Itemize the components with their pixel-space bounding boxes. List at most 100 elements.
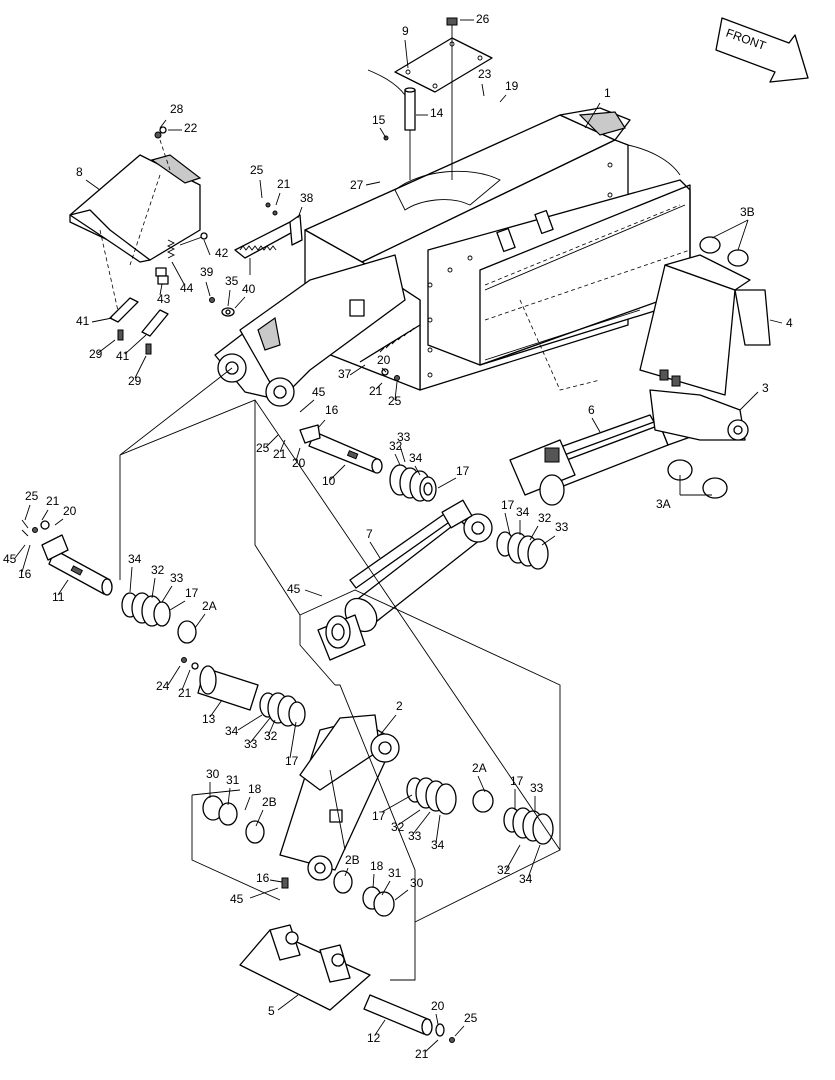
main-frame-part-1 — [304, 107, 691, 391]
callout-leader-line — [227, 787, 231, 806]
callout-leader-line — [374, 1019, 386, 1036]
callout-leader-line — [289, 721, 297, 759]
callout-leader-line — [412, 811, 431, 835]
callout-c32f: 32 — [497, 863, 511, 877]
callout-leader-line — [404, 39, 409, 69]
callout-c29b: 29 — [128, 374, 142, 388]
callout-c22: 22 — [184, 121, 198, 135]
front-arrow: FRONT — [715, 17, 809, 83]
cover-plate-part-9 — [394, 17, 493, 180]
callout-leader-line — [54, 518, 64, 526]
callout-c21e: 21 — [178, 686, 192, 700]
callout-c43: 43 — [157, 292, 171, 306]
callout-c16a: 16 — [325, 403, 339, 417]
washer-stack-2-bottom — [333, 870, 395, 917]
washer-stack-2-mid — [406, 777, 494, 815]
callout-c21d: 21 — [46, 494, 60, 508]
callout-c5: 5 — [268, 1004, 275, 1018]
callout-leader-line — [21, 544, 31, 573]
pin-part-10 — [299, 424, 383, 474]
callout-c30b: 30 — [410, 876, 424, 890]
washer-stack-2-right — [503, 807, 554, 845]
callout-c32b: 32 — [538, 511, 552, 525]
callout-c34c: 34 — [128, 552, 142, 566]
callout-c2a1: 2A — [202, 599, 217, 613]
spring-part-44 — [155, 232, 208, 285]
callout-c2b1: 2B — [262, 795, 277, 809]
callout-c25d: 25 — [25, 489, 39, 503]
callout-leader-line — [297, 206, 303, 219]
callout-c21f: 21 — [415, 1047, 429, 1061]
callout-c10: 10 — [322, 474, 336, 488]
callout-c23: 23 — [478, 67, 492, 81]
callout-leader-line — [437, 477, 457, 489]
callout-leader-line — [255, 809, 264, 827]
callout-c25a: 25 — [250, 163, 264, 177]
callout-leader-line — [381, 794, 413, 813]
callout-c33f: 33 — [530, 781, 544, 795]
callout-c42: 42 — [215, 246, 229, 260]
callout-leader-line — [159, 283, 163, 296]
callout-leader-line — [299, 399, 315, 413]
callout-leader-line — [349, 364, 366, 376]
callout-leader-line — [194, 613, 206, 629]
callout-c14: 14 — [430, 106, 444, 120]
callout-leader-line — [304, 589, 323, 597]
attachment-part-5 — [239, 877, 371, 1011]
callout-leader-line — [541, 535, 556, 546]
callout-c31a: 31 — [226, 773, 240, 787]
callout-c16b: 16 — [18, 567, 32, 581]
callout-leader-line — [369, 541, 381, 559]
pin-part-14 — [367, 69, 416, 180]
callout-leader-line — [499, 94, 507, 103]
callout-c32a: 32 — [389, 439, 403, 453]
callout-c33b: 33 — [555, 520, 569, 534]
callout-leader-line — [344, 867, 349, 877]
callout-c17f: 17 — [510, 774, 524, 788]
callout-c32c: 32 — [151, 563, 165, 577]
callout-leader-line — [259, 179, 263, 199]
rod-part-37 — [359, 324, 421, 381]
callout-c33a: 33 — [397, 430, 411, 444]
callout-c21b: 21 — [369, 384, 383, 398]
callout-c7: 7 — [366, 527, 373, 541]
callout-c17b: 17 — [501, 498, 515, 512]
callout-leader-line — [171, 261, 185, 285]
callout-leader-line — [381, 367, 387, 373]
callout-leader-line — [279, 439, 286, 453]
callout-leader-line — [739, 391, 759, 411]
callout-leader-line — [97, 339, 116, 354]
callout-c4: 4 — [786, 316, 793, 330]
callout-leader-line — [711, 219, 749, 239]
callout-c45c: 45 — [287, 582, 301, 596]
callout-c24: 24 — [156, 679, 170, 693]
callout-c45d: 45 — [230, 892, 244, 906]
callout-leader-line — [269, 879, 283, 883]
callout-leader-line — [737, 219, 749, 251]
callout-leader-line — [57, 579, 69, 596]
callout-c32e: 32 — [391, 820, 405, 834]
callout-leader-line — [399, 445, 406, 463]
callout-c41a: 41 — [76, 314, 90, 328]
callout-leader-line — [134, 355, 147, 379]
callout-leader-line — [24, 504, 31, 521]
centerlines — [119, 367, 561, 981]
callout-c25b: 25 — [388, 394, 402, 408]
callout-c45b: 45 — [3, 552, 17, 566]
callout-leader-line — [295, 447, 301, 462]
callout-c34e: 34 — [431, 838, 445, 852]
callout-c38: 38 — [300, 191, 314, 205]
guard-part-4 — [639, 254, 771, 396]
callout-c26: 26 — [476, 12, 490, 26]
pin-part-12 — [363, 994, 455, 1043]
callout-leader-line — [209, 699, 223, 718]
callout-leader-line — [227, 289, 231, 307]
callout-leader-line — [167, 665, 181, 686]
callout-c12: 12 — [367, 1031, 381, 1045]
callout-leader-line — [275, 192, 281, 206]
washer-stack-2-left — [202, 795, 265, 844]
callout-c21c: 21 — [273, 447, 287, 461]
pin-part-11 — [21, 519, 113, 596]
callout-leader-line — [181, 669, 191, 691]
callout-c32d: 32 — [264, 729, 278, 743]
